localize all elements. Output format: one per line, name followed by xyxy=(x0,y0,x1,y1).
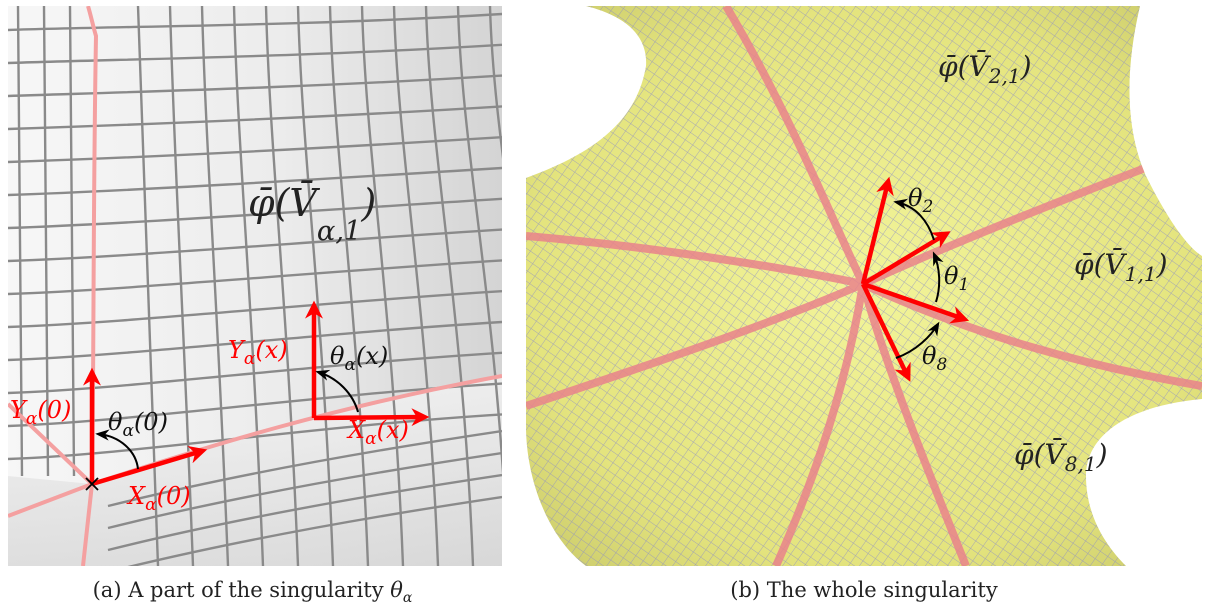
grid-line-vertical xyxy=(296,6,335,566)
caption-a-subscript: α xyxy=(402,590,413,607)
label-theta-8: θ8 xyxy=(922,342,947,375)
region-label-alpha: φ̄(V̄α,1) xyxy=(248,181,376,247)
label-x-alpha-x: Xα(x) xyxy=(346,416,409,449)
figure-panel-a: φ̄(V̄α,1) Yα(0) θα(0) Xα(0) Yα(x) θα(x) … xyxy=(8,6,502,566)
singular-point-marker xyxy=(85,477,99,491)
grid-line-vertical xyxy=(16,6,24,477)
grid-line-lower xyxy=(107,473,502,552)
grid-line-horizontal xyxy=(8,320,502,362)
angle-arcs xyxy=(893,198,944,359)
caption-b-text: (b) The whole singularity xyxy=(730,578,998,602)
grid-line-horizontal xyxy=(8,12,502,32)
region-label-2: φ̄(V̄2,1) xyxy=(938,49,1032,88)
grid-line-vertical xyxy=(200,6,230,566)
arrow-theta-0 xyxy=(862,281,970,324)
grid-line-horizontal xyxy=(8,197,502,230)
grid-line-vertical xyxy=(68,6,76,477)
grid-line-lower xyxy=(127,495,502,566)
arrow-theta-1 xyxy=(861,231,951,286)
seam-curves xyxy=(526,6,1202,566)
caption-panel-a: (a) A part of the singularity θα xyxy=(0,578,505,606)
grid-line-vertical xyxy=(488,6,502,160)
grid-line-vertical xyxy=(456,6,502,475)
grid-line-horizontal xyxy=(8,382,502,428)
arrow-theta-8 xyxy=(860,283,911,382)
grid-line-vertical xyxy=(424,6,475,566)
arrow-x-alpha-x xyxy=(313,408,430,427)
label-theta-1: θ1 xyxy=(944,262,969,295)
grid-line-horizontal xyxy=(8,105,502,131)
grid-line-vertical xyxy=(328,6,370,566)
grid-line-horizontal xyxy=(8,290,502,329)
grid-line-lower xyxy=(107,451,502,530)
label-y-alpha-x: Yα(x) xyxy=(228,336,288,369)
grid-line-horizontal xyxy=(8,351,502,395)
grid-line-horizontal xyxy=(8,43,502,65)
grid-line-vertical xyxy=(42,6,50,477)
caption-panel-b: (b) The whole singularity xyxy=(526,578,1202,602)
caption-a-symbol: θ xyxy=(390,578,403,602)
label-theta-2: θ2 xyxy=(908,184,933,217)
region-label-8: φ̄(V̄8,1) xyxy=(1014,437,1108,476)
grid-line-horizontal xyxy=(8,259,502,296)
caption-a-text: (a) A part of the singularity xyxy=(92,578,391,602)
frame-arrows xyxy=(860,176,970,382)
grid-line-vertical xyxy=(360,6,405,566)
grid-line-vertical xyxy=(232,6,265,566)
label-theta-alpha-x: θα(x) xyxy=(330,342,388,375)
label-theta-alpha-0: θα(0) xyxy=(108,408,168,441)
region-label-1: φ̄(V̄1,1) xyxy=(1074,247,1168,286)
grid-line-horizontal xyxy=(8,166,502,197)
label-x-alpha-0: Xα(0) xyxy=(126,482,191,515)
tangent-arrows xyxy=(83,300,430,487)
grid-line-horizontal xyxy=(8,228,502,263)
grid-line-lower xyxy=(107,429,502,508)
grid-line-vertical xyxy=(168,6,195,566)
grid-line-horizontal xyxy=(8,74,502,98)
figure-panel-b: θ2 θ1 θ8 φ̄(V̄2,1) φ̄(V̄1,1) φ̄(V̄8,1) xyxy=(526,6,1202,566)
angle-arc-theta-0 xyxy=(95,429,139,470)
label-y-alpha-0: Yα(0) xyxy=(10,396,71,429)
arrow-theta-2 xyxy=(860,176,894,285)
grid-line-horizontal xyxy=(8,136,502,164)
arrow-x-alpha-0 xyxy=(91,446,208,487)
angle-arc-theta-x xyxy=(315,369,359,413)
